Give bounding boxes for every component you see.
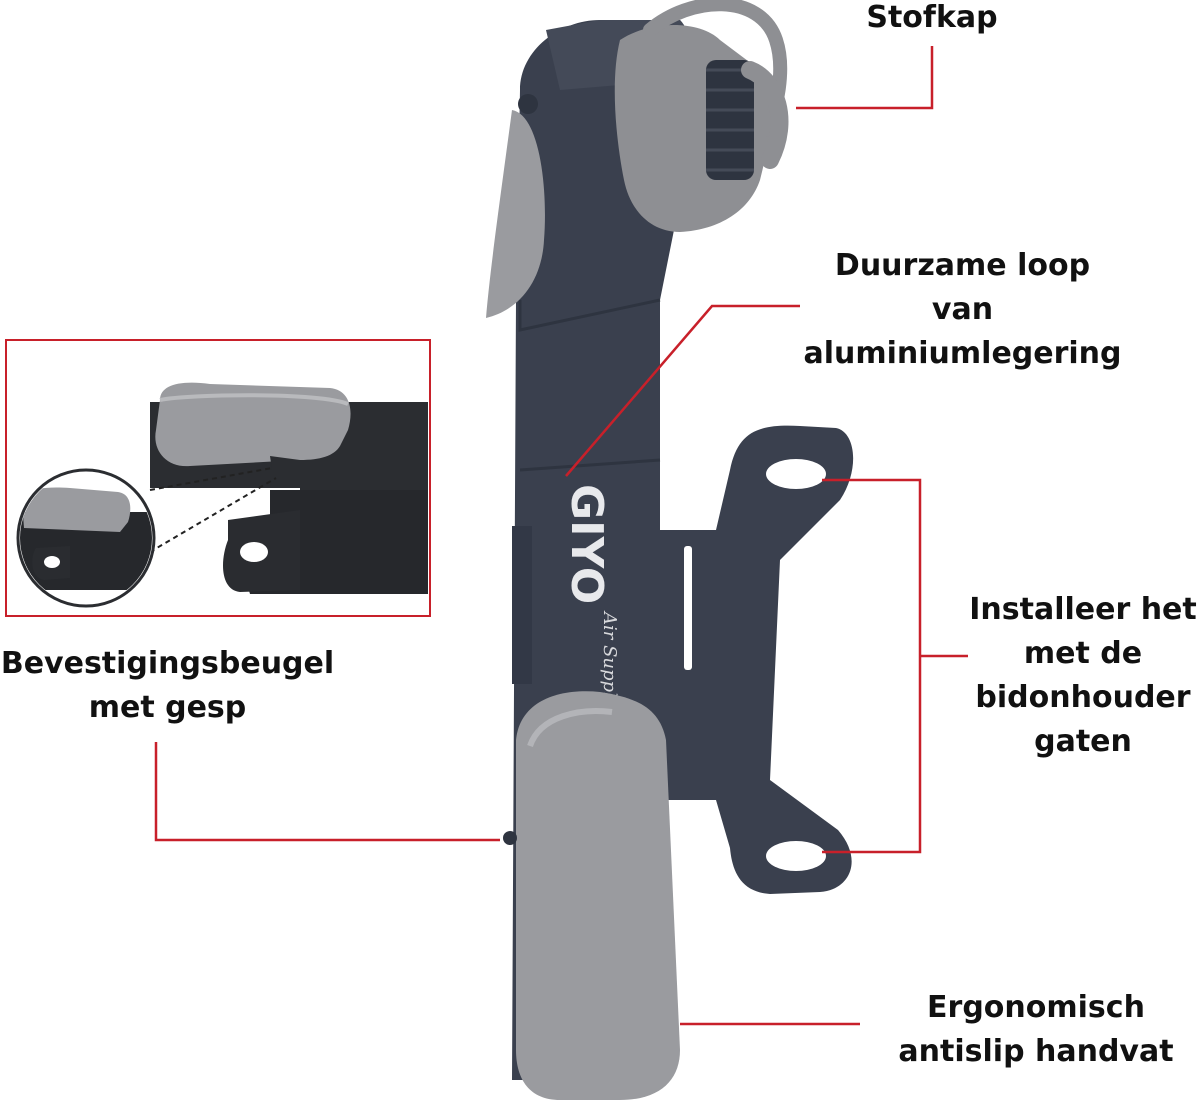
label-bracket-line-1: Bevestigingsbeugel [0, 646, 335, 681]
brand-logo: GIYO [561, 484, 612, 604]
label-bracket-line-2: met gesp [88, 690, 247, 725]
brand-script: Air Supply [599, 610, 620, 709]
label-mount: Installeer het met de bidonhouder gaten [968, 588, 1198, 764]
label-mount-line-1: Installeer het [969, 592, 1197, 627]
callout-line-dust-cap [796, 46, 934, 110]
label-dust-cap: Stofkap [862, 0, 1002, 40]
callout-line-barrel [565, 304, 800, 477]
label-mount-line-2: met de [1023, 636, 1143, 671]
label-barrel-line-2: van [931, 292, 994, 327]
label-handle-line-2: antislip handvat [898, 1034, 1174, 1069]
label-bracket: Bevestigingsbeugel met gesp [0, 642, 335, 730]
label-barrel: Duurzame loop van aluminiumlegering [795, 244, 1130, 376]
label-mount-line-4: gaten [1034, 724, 1132, 759]
label-barrel-line-3: aluminiumlegering [803, 336, 1122, 371]
label-dust-cap-text: Stofkap [866, 0, 998, 35]
label-handle-line-1: Ergonomisch [927, 990, 1145, 1025]
label-handle: Ergonomisch antislip handvat [895, 986, 1177, 1074]
callout-lines [154, 46, 968, 1026]
label-barrel-line-1: Duurzame loop [834, 248, 1091, 283]
bracket-detail-inset [5, 339, 431, 617]
callout-line-bracket [154, 742, 500, 842]
pump: GIYO Air Supply [486, 0, 854, 1100]
label-mount-line-3: bidonhouder [975, 680, 1191, 715]
callout-line-mount [822, 478, 968, 854]
